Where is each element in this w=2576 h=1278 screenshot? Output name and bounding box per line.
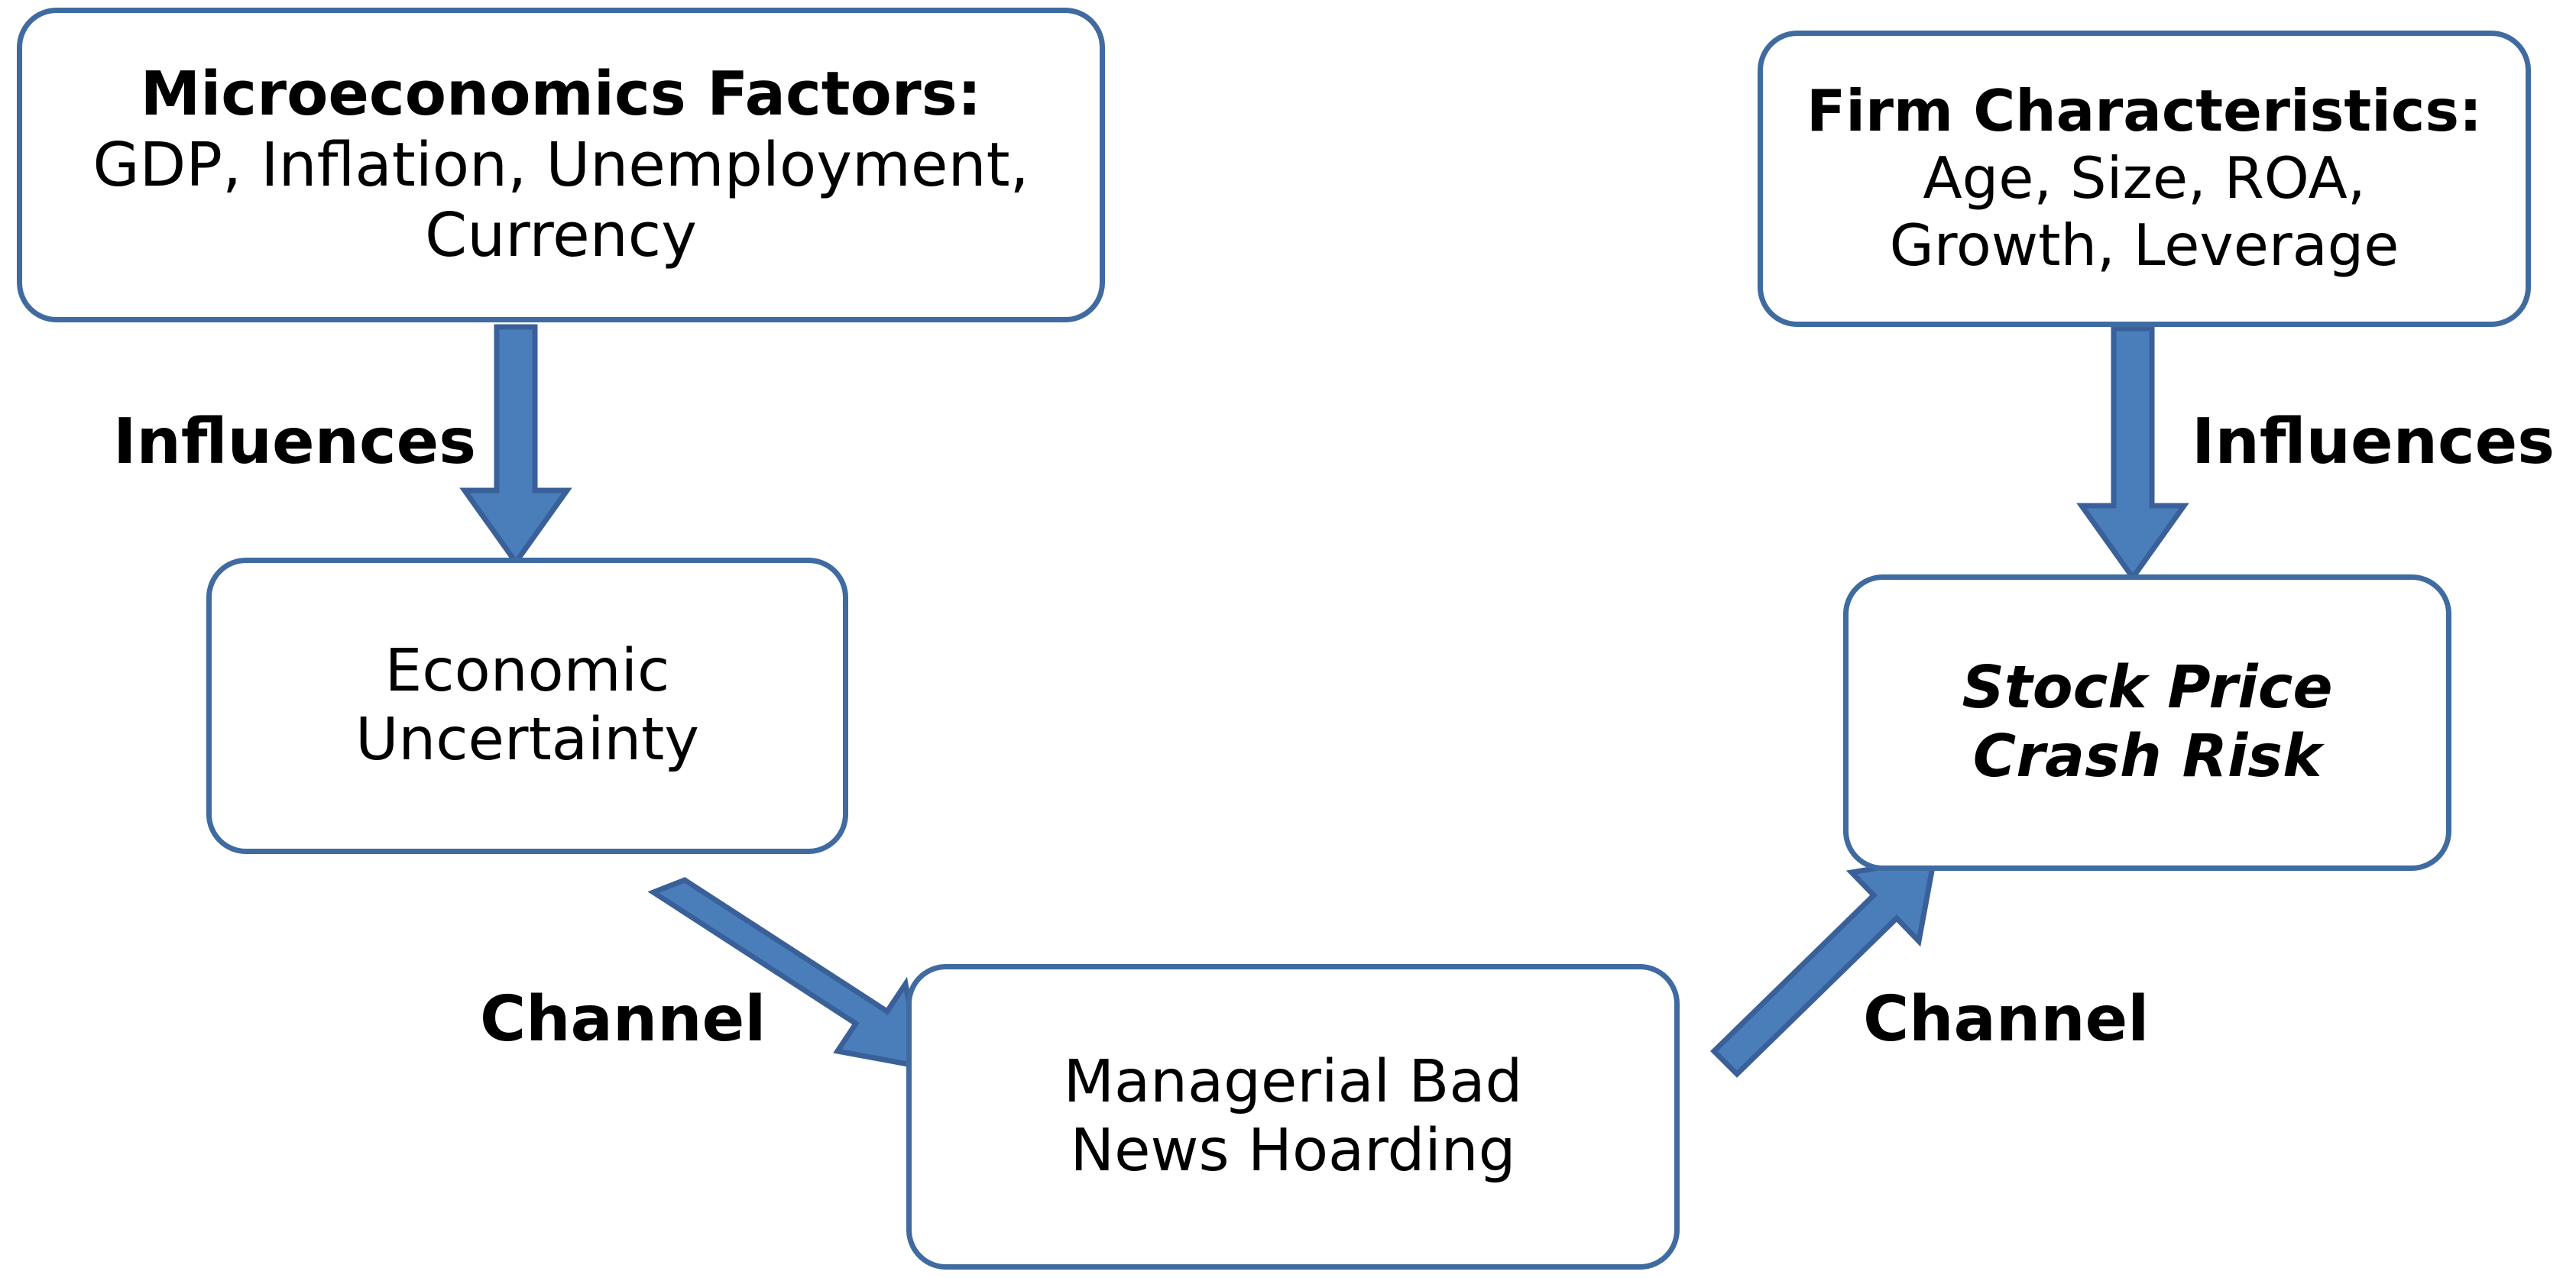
arrow-microeconomics-to-economic-uncertainty (459, 324, 572, 568)
edge-label-channel-left: Channel (480, 983, 766, 1056)
node-microeconomics-line1: GDP, Inflation, Unemployment, (92, 129, 1029, 200)
edge-label-channel-right: Channel (1863, 983, 2150, 1056)
node-microeconomics-line2: Currency (425, 200, 697, 271)
arrow-firm-to-crash-risk (2076, 325, 2189, 583)
node-economic-uncertainty-line2: Uncertainty (355, 706, 699, 774)
node-firm-heading: Firm Characteristics: (1806, 77, 2482, 145)
node-economic-uncertainty-line1: Economic (384, 636, 670, 705)
node-managerial-bad-news-hoarding[interactable]: Managerial Bad News Hoarding (906, 964, 1680, 1270)
node-microeconomics-factors[interactable]: Microeconomics Factors: GDP, Inflation, … (17, 8, 1105, 322)
node-crash-risk-line1: Stock Price (1962, 653, 2333, 722)
node-firm-line1: Age, Size, ROA, (1923, 144, 2366, 212)
node-crash-risk-line2: Crash Risk (1972, 723, 2322, 791)
node-firm-line2: Growth, Leverage (1889, 211, 2399, 279)
node-firm-characteristics[interactable]: Firm Characteristics: Age, Size, ROA, Gr… (1758, 31, 2531, 327)
node-microeconomics-heading: Microeconomics Factors: (140, 59, 982, 130)
node-economic-uncertainty[interactable]: Economic Uncertainty (206, 558, 848, 854)
edge-label-influences-right: Influences (2192, 406, 2555, 478)
node-hoarding-line2: News Hoarding (1070, 1117, 1516, 1185)
node-hoarding-line1: Managerial Bad (1063, 1047, 1523, 1116)
edge-label-influences-left: Influences (113, 406, 477, 478)
node-stock-price-crash-risk[interactable]: Stock Price Crash Risk (1843, 574, 2451, 871)
